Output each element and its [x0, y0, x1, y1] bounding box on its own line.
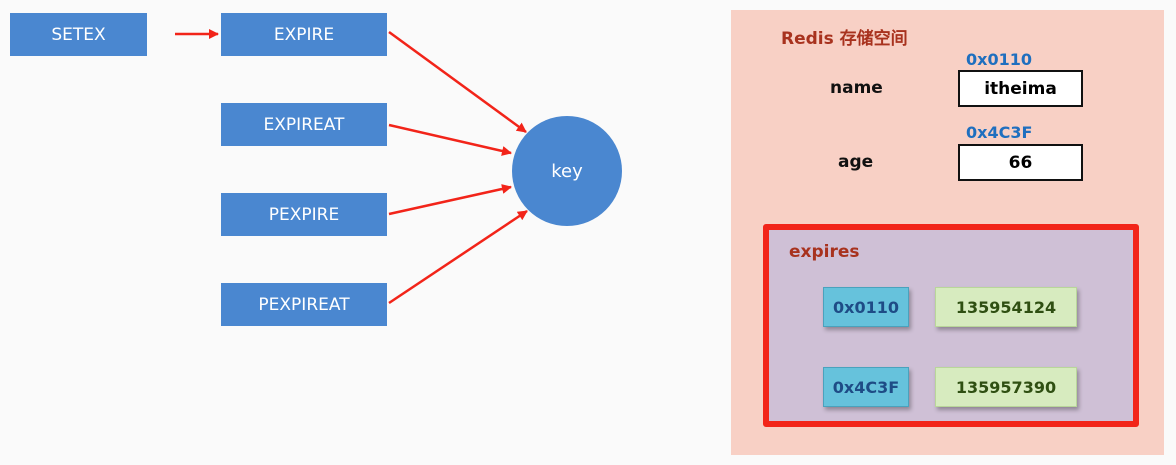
name-field-label: name [830, 78, 883, 98]
age-value-box: 66 [958, 144, 1083, 181]
key-node: key [512, 116, 622, 226]
age-field-label: age [838, 152, 874, 172]
expires-time-cell: 135954124 [935, 287, 1077, 327]
expires-address-cell: 0x0110 [823, 287, 909, 327]
expires-label: expires [789, 242, 860, 262]
arrow-pexpireat-to-key [388, 209, 528, 305]
expire-command: EXPIRE [221, 13, 387, 56]
name-address: 0x0110 [966, 50, 1032, 69]
expires-address-cell: 0x4C3F [823, 367, 909, 407]
setex-command: SETEX [10, 13, 147, 56]
age-address: 0x4C3F [966, 123, 1033, 142]
expireat-command: EXPIREAT [221, 103, 387, 146]
pexpireat-command: PEXPIREAT [221, 283, 387, 326]
expires-container: expires 0x0110 135954124 0x4C3F 13595739… [763, 224, 1139, 427]
pexpire-command: PEXPIRE [221, 193, 387, 236]
redis-storage-panel: Redis 存储空间 0x0110 name itheima 0x4C3F ag… [731, 10, 1164, 455]
name-value-box: itheima [958, 70, 1083, 107]
arrow-expireat-to-key [388, 123, 512, 156]
arrow-pexpire-to-key [388, 184, 512, 216]
redis-storage-title: Redis 存储空间 [781, 29, 908, 49]
expires-time-cell: 135957390 [935, 367, 1077, 407]
arrow-expire-to-key [388, 30, 527, 134]
